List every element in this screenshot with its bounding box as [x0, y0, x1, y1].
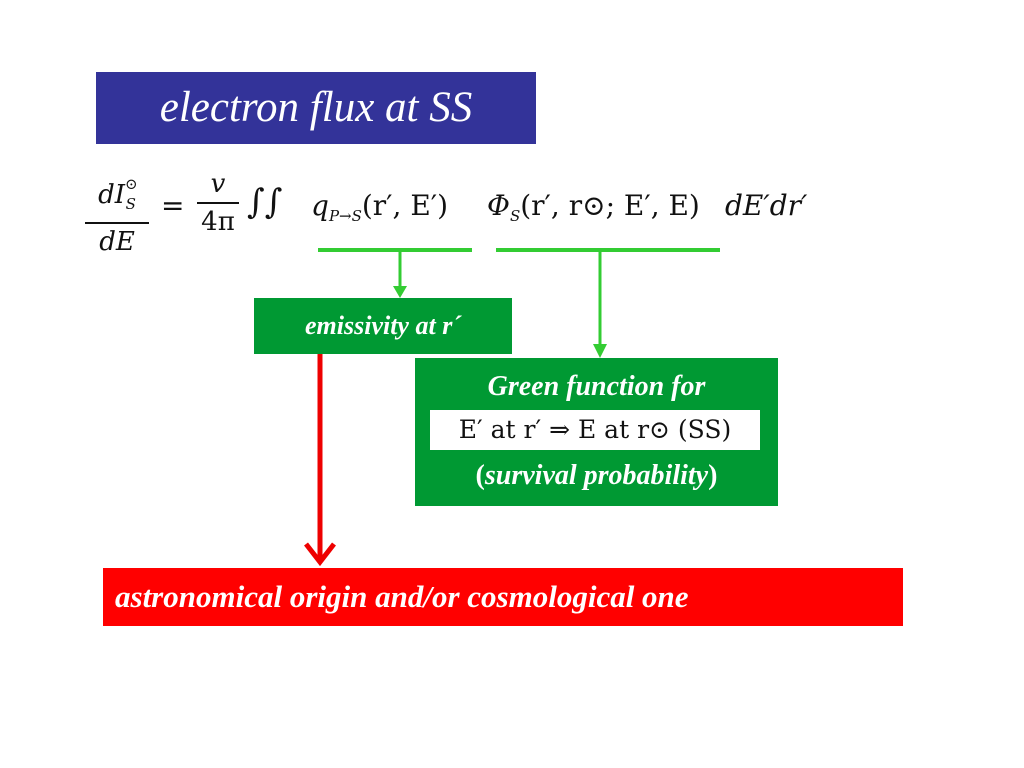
green-term: ΦS(r′, r⊙; E′, E) — [487, 189, 700, 225]
coef-denominator: 4π — [201, 207, 235, 237]
coefficient-fraction: v 4π — [197, 168, 239, 238]
green-arrowhead — [593, 344, 607, 358]
green-function-box: Green function for E′ at r′ ⇒ E at r⊙ (S… — [415, 358, 778, 506]
emissivity-term: qP→S(r′, E′) — [311, 189, 449, 225]
slide-title: electron flux at SS — [159, 84, 473, 131]
coef-fraction-bar — [197, 202, 239, 204]
title-banner: electron flux at SS — [96, 72, 536, 144]
green-formula: E′ at r′ ⇒ E at r⊙ (SS) — [458, 415, 732, 444]
coef-numerator: v — [210, 169, 226, 199]
origin-box: astronomical origin and/or cosmological … — [103, 568, 903, 626]
green-formula-panel: E′ at r′ ⇒ E at r⊙ (SS) — [430, 410, 760, 450]
double-integral: ∫∫ — [247, 182, 283, 222]
lhs-fraction-bar — [85, 222, 149, 224]
differentials: dE′dr′ — [725, 189, 808, 222]
survival-probability-label: (survival probability) — [475, 460, 718, 491]
origin-arrowhead — [304, 542, 336, 567]
lhs-sup: ⊙ — [125, 175, 138, 193]
emissivity-arrowhead — [393, 286, 407, 298]
lhs-denominator: dE — [99, 227, 135, 257]
origin-label: astronomical origin and/or cosmological … — [115, 579, 689, 614]
lhs-fraction: dI⊙ S dE — [85, 168, 149, 258]
lhs-numerator: dI — [98, 180, 126, 210]
green-function-heading: Green function for — [487, 371, 706, 402]
emissivity-box: emissivity at r´ — [254, 298, 512, 354]
lhs-sub: S — [125, 195, 136, 213]
emissivity-label: emissivity at r´ — [305, 311, 461, 340]
flux-equation: dI⊙ S dE = v 4π ∫∫ qP→S(r′, E′) ΦS(r′, r⊙… — [85, 168, 845, 268]
equals-sign: = — [161, 189, 185, 222]
